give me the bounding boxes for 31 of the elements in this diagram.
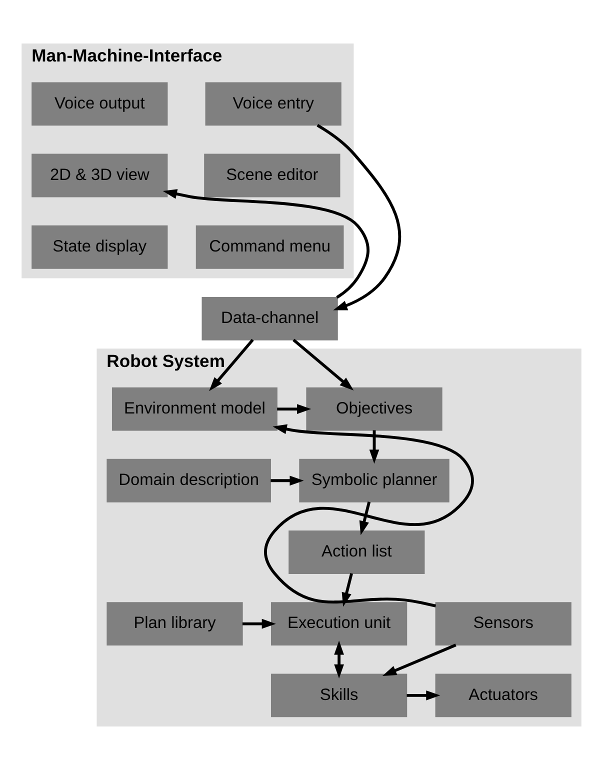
arrow: [242, 618, 276, 629]
arrow: [316, 124, 402, 310]
node-box: Sensors: [435, 602, 572, 646]
node-box: Actuators: [435, 674, 572, 718]
node-box: Objectives: [306, 387, 442, 431]
arrow: [292, 338, 354, 391]
arrow: [382, 644, 456, 676]
node-box: Scene editor: [204, 154, 340, 198]
arrow: [359, 501, 371, 536]
node-box: Action list: [288, 530, 425, 574]
arrow: [162, 189, 370, 299]
node-box: Skills: [270, 674, 408, 718]
node-box: State display: [32, 225, 168, 269]
node-box: Symbolic planner: [299, 458, 450, 502]
arrow: [209, 338, 254, 392]
node-box: 2D & 3D view: [32, 154, 168, 198]
arrow: [277, 404, 312, 414]
arrow: [406, 690, 440, 700]
arrow: [342, 573, 353, 607]
node-box: Voice entry: [205, 82, 342, 126]
node-box: Execution unit: [270, 602, 408, 646]
arrow: [270, 476, 304, 486]
node-box: Voice output: [32, 82, 168, 126]
node-box: Environment model: [112, 387, 278, 431]
node-box: Domain description: [106, 458, 271, 502]
node-box: Data-channel: [202, 296, 338, 340]
arrow: [264, 424, 474, 608]
arrow: [334, 640, 344, 678]
node-box: Plan library: [106, 602, 243, 646]
node-box: Command menu: [196, 225, 344, 269]
arrow: [369, 430, 380, 464]
